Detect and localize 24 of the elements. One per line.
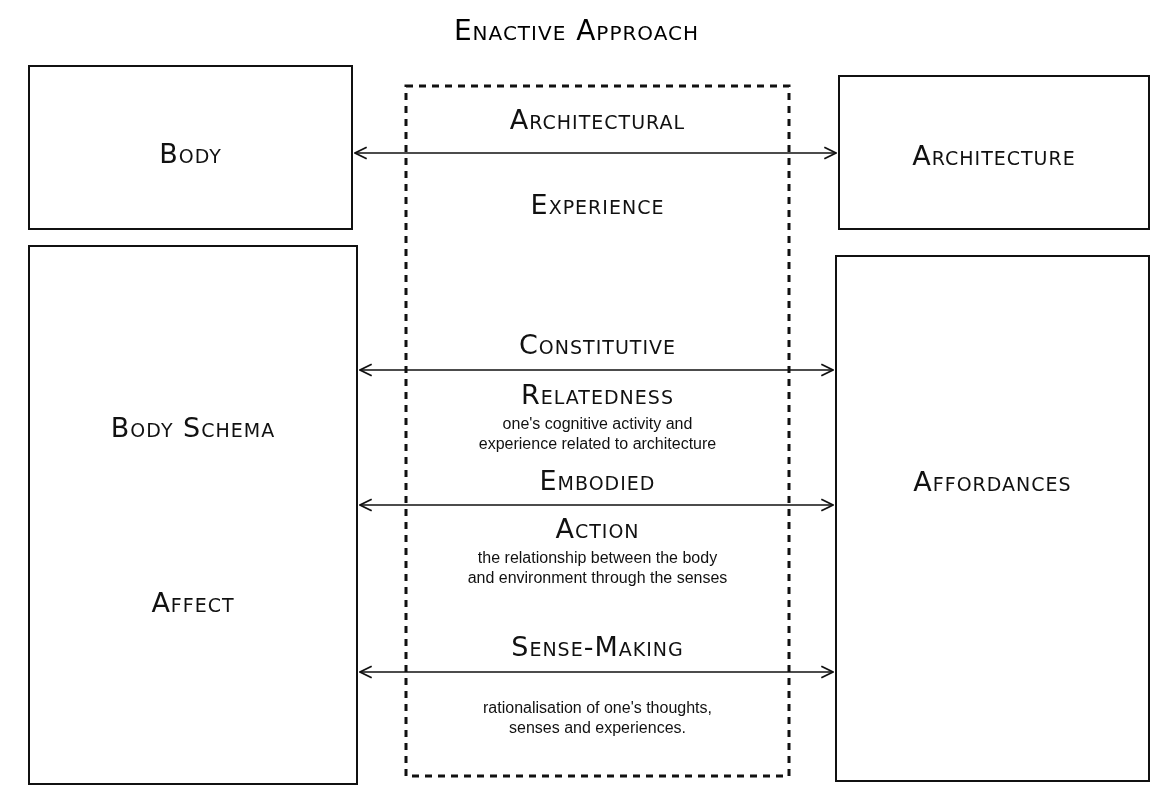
heading-text: Constitutive: [519, 329, 676, 360]
heading-text: Action: [555, 513, 640, 544]
concept-box: [28, 65, 353, 230]
concept-label: Architecture: [912, 140, 1076, 171]
concept-box: [838, 75, 1150, 230]
concept-box: [28, 245, 358, 785]
heading-text: Embodied: [539, 465, 656, 496]
double-arrow: [359, 363, 834, 377]
description-text: rationalisation of one's thoughts, senses and experiences.: [482, 698, 713, 738]
double-arrow: [359, 665, 834, 679]
diagram-title: Enactive Approach: [453, 14, 700, 47]
concept-label: Affect: [151, 587, 235, 618]
heading-text: Sense-Making: [511, 631, 684, 662]
double-arrow: [359, 498, 834, 512]
heading-text: Relatedness: [521, 379, 674, 410]
concept-label: Affordances: [913, 466, 1072, 497]
double-arrow: [354, 146, 837, 160]
description-text: the relationship between the body and environment through the senses: [466, 548, 729, 588]
concept-box: [835, 255, 1150, 782]
heading-text: Experience: [530, 189, 665, 220]
concept-label: Body Schema: [110, 412, 276, 443]
concept-label: Body: [159, 138, 222, 169]
description-text: one's cognitive activity and experience related to architecture: [477, 414, 718, 454]
heading-text: Architectural: [509, 104, 686, 135]
